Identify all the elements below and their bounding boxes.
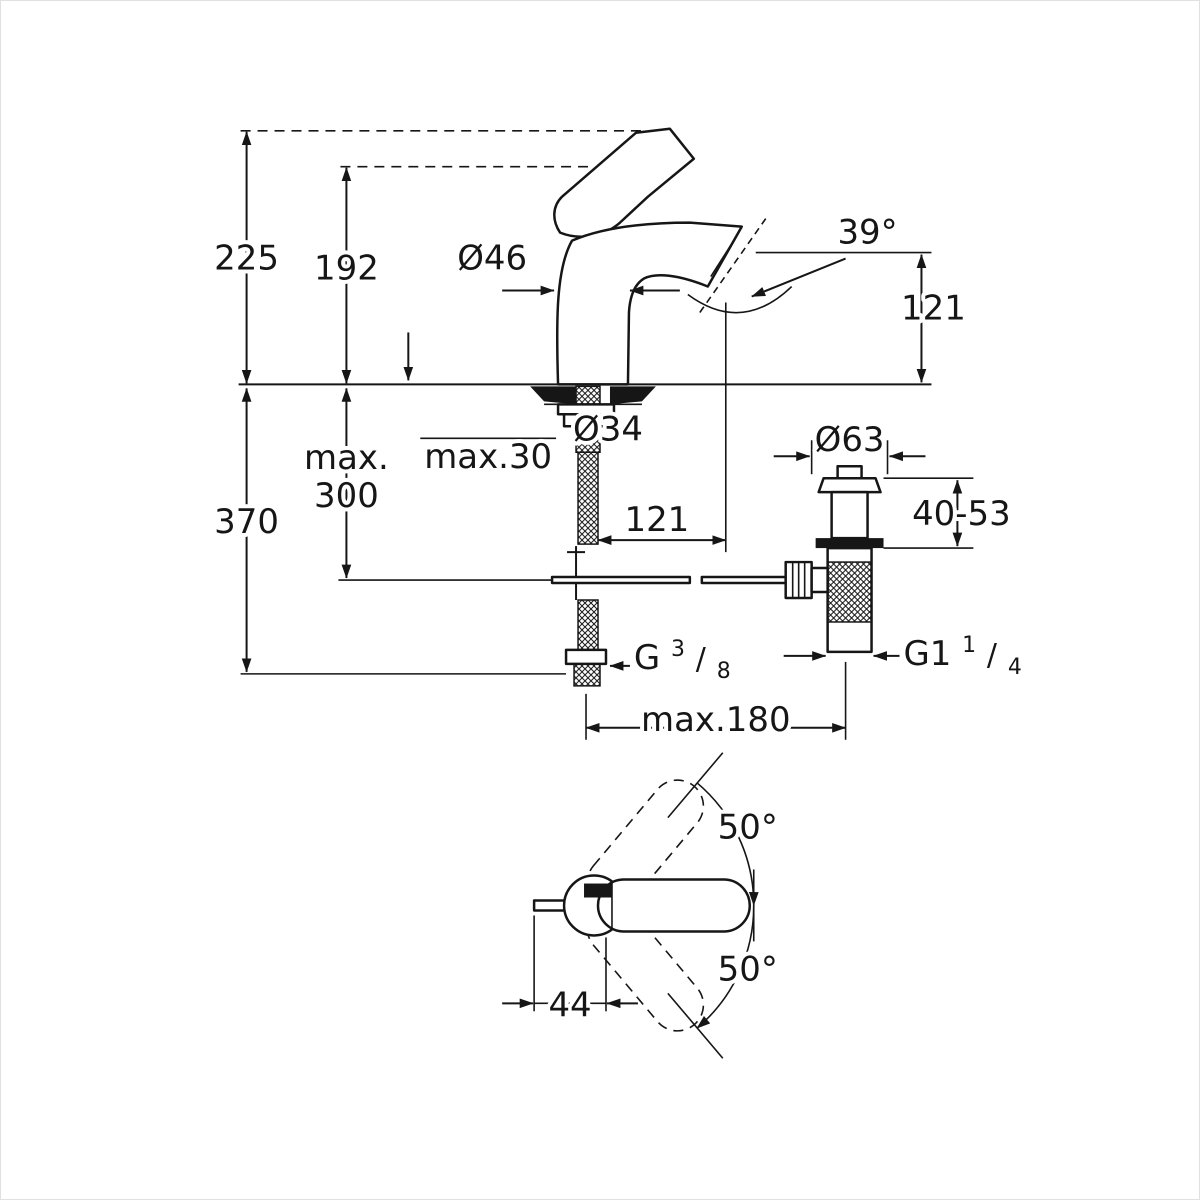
supply-hose-upper: [577, 451, 599, 545]
waste-flange: [815, 538, 884, 549]
popup-waste-valve: [810, 464, 884, 654]
popup-rod-right: [700, 575, 787, 585]
swing-arc-down: [696, 905, 755, 1029]
supply-thread-slash: /: [696, 642, 707, 677]
label-swing-up: 50°: [718, 808, 778, 848]
supply-thread-base: G: [634, 638, 660, 678]
supply-hose-lower: [577, 599, 599, 651]
dimension-lines: [240, 129, 974, 740]
label-mounting-hole-diameter: Ø34: [573, 409, 643, 449]
supply-thread-numerator: 3: [671, 637, 685, 662]
faucet-side-view: [238, 127, 932, 687]
waste-thread-base: G1: [903, 634, 951, 674]
waste-neck: [830, 490, 869, 540]
hose-fitting-thread: [573, 663, 601, 687]
handle-body-top: [596, 878, 751, 933]
label-waste-thread: G1 1 / 4: [903, 621, 1021, 680]
dimension-labels: 225 192 Ø46 39° 121 Ø34 max.30 max. 300 …: [210, 209, 1026, 1030]
popup-rod-left: [550, 575, 692, 585]
label-handle-offset: 44: [548, 985, 591, 1025]
lever-pin: [532, 899, 568, 912]
label-below-deck-max-1: max.: [304, 438, 389, 478]
label-spout-height: 121: [901, 288, 966, 328]
faucet-body-outline: [555, 221, 744, 386]
label-swing-down: 50°: [718, 949, 778, 989]
label-supply-thread: G 3 / 8: [634, 625, 731, 684]
radius-line-down: [667, 992, 724, 1059]
waste-thread-numerator: 1: [962, 633, 976, 658]
waste-thread-denominator: 4: [1008, 655, 1022, 680]
label-below-deck-max-2: 300: [314, 476, 379, 516]
hose-fitting-nut: [564, 648, 608, 666]
waste-thread-slash: /: [987, 638, 998, 673]
label-spout-angle: 39°: [837, 213, 897, 253]
label-deck-thickness-max: max.30: [424, 437, 552, 477]
waste-cap: [817, 476, 882, 494]
lever-slot: [584, 883, 612, 898]
label-total-height: 225: [214, 239, 279, 279]
supply-thread-denominator: 8: [717, 659, 731, 684]
label-waste-flange-diameter: Ø63: [815, 420, 885, 460]
lever-handle-outline: [553, 127, 696, 238]
handle-swing-top-view: [502, 752, 759, 1059]
mounting-nut: [562, 413, 612, 428]
escutcheon-left: [530, 386, 577, 405]
escutcheon-right: [609, 386, 656, 405]
waste-body-thread: [826, 561, 873, 623]
label-overall-width: max.180: [641, 700, 791, 740]
label-waste-deck-range: 40-53: [912, 494, 1011, 534]
leader-spout-angle: [751, 257, 846, 298]
radius-line-up: [667, 752, 724, 819]
label-body-height: 192: [314, 249, 379, 289]
aerator-line: [710, 240, 735, 277]
spout-angle-arc: [687, 285, 793, 314]
waste-cap-knob: [836, 464, 863, 480]
label-spout-projection: 121: [625, 500, 690, 540]
label-body-diameter: Ø46: [457, 239, 527, 279]
waste-rod-port: [810, 566, 829, 594]
label-total-below-deck: 370: [214, 502, 279, 542]
swing-arc-up: [696, 782, 759, 907]
